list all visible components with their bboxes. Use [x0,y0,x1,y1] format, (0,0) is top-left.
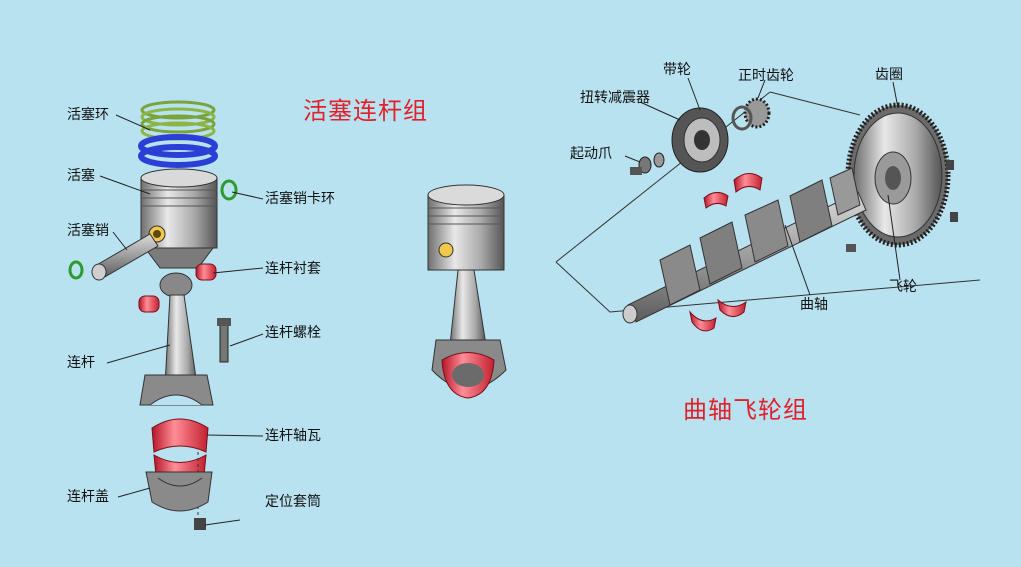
connecting-rod [139,272,214,406]
starting-claw [630,152,665,175]
label-piston-pin: 活塞销 [67,223,109,239]
crankshaft [622,167,867,324]
rod-cap [145,471,213,512]
label-connecting-rod: 连杆 [67,355,95,371]
label-flywheel: 飞轮 [889,279,917,295]
piston-pin [91,233,159,281]
label-rod-bushing: 连杆衬套 [265,261,321,277]
flywheel-bolts [846,160,958,252]
main-bearings [689,173,763,332]
rod-bushings [138,263,217,313]
label-rod-cap: 连杆盖 [67,489,109,505]
label-crankshaft: 曲轴 [800,297,828,313]
label-torsional-damper: 扭转减震器 [580,90,650,106]
piston [140,168,218,269]
piston-group-title: 活塞连杆组 [303,97,428,125]
label-locating-sleeve: 定位套筒 [265,494,321,510]
locating-sleeve [194,518,206,530]
damper-and-pulley [671,107,729,173]
label-pulley: 带轮 [663,62,691,78]
label-starting-claw: 起动爪 [570,146,612,162]
piston-rings [138,100,218,168]
label-piston-ring: 活塞环 [67,107,109,123]
rod-bolt [217,318,231,363]
timing-gear [731,97,771,131]
label-rod-bearing: 连杆轴瓦 [265,428,321,444]
label-piston: 活塞 [67,168,95,184]
leader-lines [99,77,901,526]
assembled-piston-rod [427,184,507,399]
label-rod-bolt: 连杆螺栓 [265,325,321,341]
label-pin-circlip: 活塞销卡环 [265,191,335,207]
circlips [68,179,238,280]
flywheel [845,102,951,248]
label-ring-gear: 齿圈 [875,67,903,83]
crank-group-title: 曲轴飞轮组 [683,396,808,424]
label-timing-gear: 正时齿轮 [738,68,794,84]
